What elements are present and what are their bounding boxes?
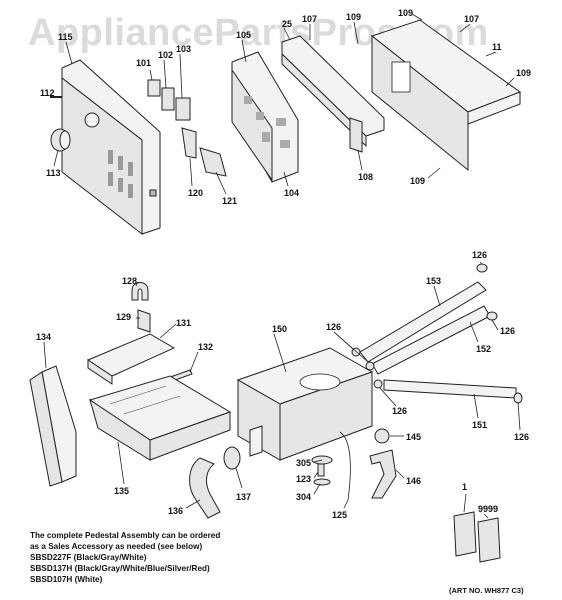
switch-101 — [147, 79, 161, 97]
note-line-1: The complete Pedestal Assembly can be or… — [30, 531, 221, 540]
drain-hose-146 — [369, 449, 397, 499]
grommet-304 — [313, 478, 331, 486]
callout-9999: 9999 — [478, 504, 498, 514]
side-panel-134 — [29, 365, 77, 487]
callout-109-c: 109 — [516, 68, 531, 78]
callout-145: 145 — [406, 432, 421, 442]
callout-101: 101 — [136, 58, 151, 68]
callout-131: 131 — [176, 318, 191, 328]
callout-134: 134 — [36, 332, 51, 342]
callout-132: 132 — [198, 342, 213, 352]
callout-126-e: 126 — [514, 432, 529, 442]
callout-136: 136 — [168, 506, 183, 516]
callout-129: 129 — [116, 312, 131, 322]
callout-105: 105 — [236, 30, 251, 40]
callout-128: 128 — [122, 276, 137, 286]
control-board-105 — [231, 51, 299, 183]
callout-labels: 115 101 102 103 105 25 107 109 109 107 1… — [36, 8, 531, 520]
callout-113: 113 — [46, 168, 61, 178]
switch-102 — [161, 87, 175, 111]
callout-150: 150 — [272, 324, 287, 334]
note-line-5: SBSD107H (White) — [30, 575, 103, 584]
callout-126-a: 126 — [472, 250, 487, 260]
callout-103: 103 — [176, 44, 191, 54]
callout-146: 146 — [406, 476, 421, 486]
elbow-hose-136 — [189, 457, 221, 519]
top-cover-11 — [370, 19, 522, 172]
tube-125 — [339, 431, 351, 501]
callout-121: 121 — [222, 196, 237, 206]
callout-126-b: 126 — [326, 322, 341, 332]
part-129 — [137, 309, 151, 333]
manual-1 — [453, 511, 477, 557]
callout-107-a: 107 — [302, 14, 317, 24]
callout-123: 123 — [296, 474, 311, 484]
ring-137 — [223, 446, 241, 470]
cap-145 — [374, 428, 390, 444]
clamp-126 — [351, 263, 523, 404]
callout-1: 1 — [462, 482, 467, 492]
drawer-135 — [88, 375, 232, 461]
callout-153: 153 — [426, 276, 441, 286]
art-number: (ART NO. WH877 C3) — [449, 586, 524, 595]
switch-103 — [175, 97, 191, 121]
bracket-120 — [181, 127, 197, 159]
pedestal-assembly-note: The complete Pedestal Assembly can be or… — [30, 530, 280, 585]
callout-151: 151 — [472, 420, 487, 430]
callout-11: 11 — [492, 42, 502, 52]
dispenser-cover-131 — [86, 333, 176, 385]
board-121 — [199, 147, 227, 177]
note-line-3: SBSD227F (Black/Gray/White) — [30, 553, 147, 562]
manual-9999 — [477, 517, 501, 563]
pin-123 — [317, 463, 325, 477]
drawer-body-150 — [236, 347, 374, 461]
callout-135: 135 — [114, 486, 129, 496]
callout-115: 115 — [58, 32, 73, 42]
callout-109-a: 109 — [346, 12, 361, 22]
note-line-2: as a Sales Accessory as needed (see belo… — [30, 542, 203, 551]
hose-151 — [383, 379, 517, 399]
callout-108: 108 — [358, 172, 373, 182]
bracket-107 — [281, 35, 385, 148]
callout-152: 152 — [476, 344, 491, 354]
leader-lines — [43, 13, 521, 519]
bracket-108 — [349, 117, 363, 153]
callout-126-d: 126 — [392, 406, 407, 416]
clip-128 — [131, 282, 149, 301]
callout-109-d: 109 — [410, 176, 425, 186]
callout-126-c: 126 — [500, 326, 515, 336]
hose-153 — [359, 281, 487, 363]
callout-137: 137 — [236, 492, 251, 502]
callout-102: 102 — [158, 50, 173, 60]
callout-112: 112 — [40, 88, 55, 98]
knob-113 — [50, 128, 71, 152]
callout-305: 305 — [296, 458, 311, 468]
callout-304: 304 — [296, 492, 311, 502]
callout-125: 125 — [332, 510, 347, 520]
control-panel-115 — [61, 59, 161, 236]
callout-107-b: 107 — [464, 14, 479, 24]
callout-25: 25 — [282, 19, 292, 29]
callout-120: 120 — [188, 188, 203, 198]
callout-109-b: 109 — [398, 8, 413, 18]
note-line-4: SBSD137H (Black/Gray/White/Blue/Silver/R… — [30, 564, 210, 573]
callout-104: 104 — [284, 188, 299, 198]
